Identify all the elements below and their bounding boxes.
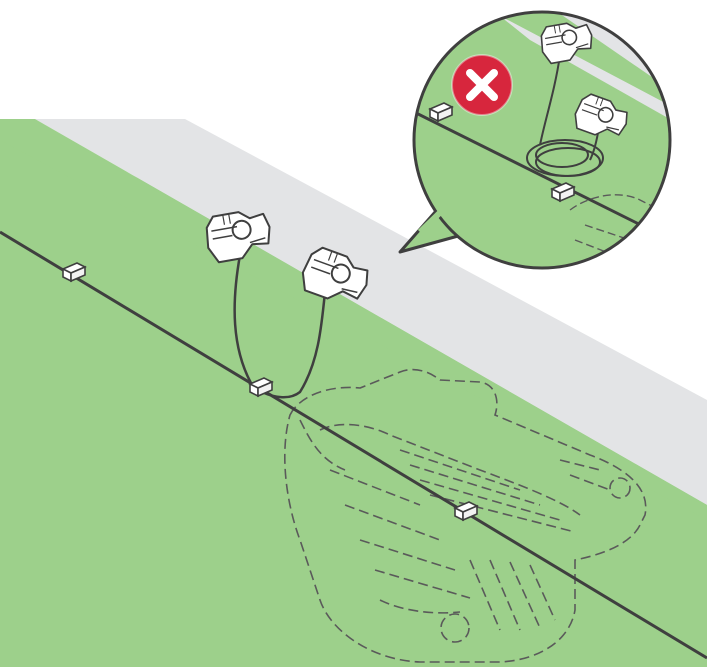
- lawn: [0, 119, 707, 667]
- lawn-edge: [0, 119, 707, 520]
- error-x-icon: [451, 54, 513, 116]
- callout-bubble: [398, 10, 672, 270]
- connector-lead-left: [233, 254, 257, 391]
- connector-lead-right: [261, 281, 328, 399]
- boundary-wire: [0, 230, 707, 660]
- mower-outline: [284, 368, 647, 663]
